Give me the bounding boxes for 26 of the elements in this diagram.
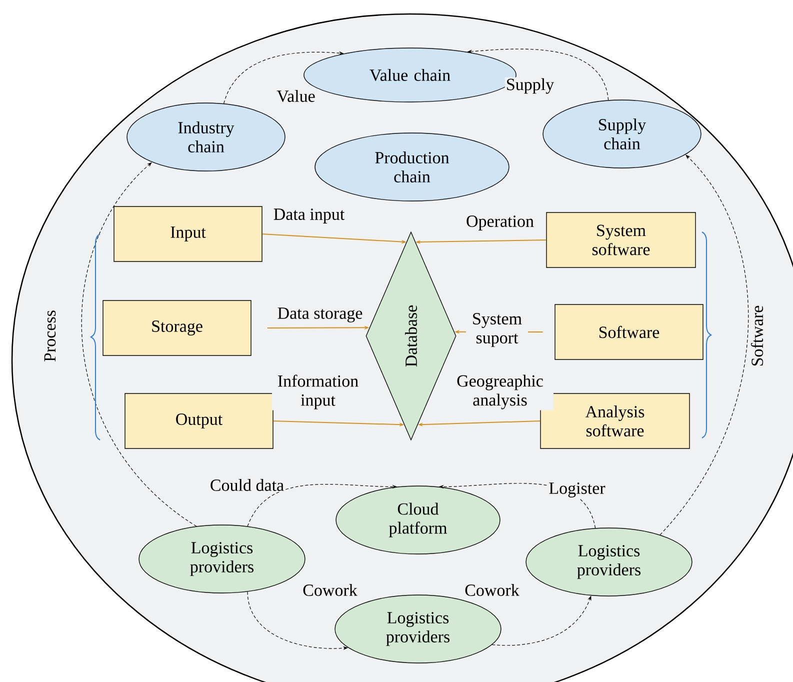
edge-label: Data input — [272, 208, 346, 224]
process-box: Input — [114, 206, 262, 262]
edge-label: Cowork — [464, 583, 520, 597]
process-box: Storage — [102, 300, 252, 356]
edge-label: Logister — [548, 482, 606, 498]
edge-label: Supply — [504, 77, 556, 95]
ellipse-node: Supply chain — [542, 100, 702, 168]
ellipse-node: Cloud platform — [336, 486, 500, 554]
process-box: Software — [554, 304, 704, 360]
group-label: Process — [44, 310, 56, 362]
edge-label: System suport — [466, 312, 528, 348]
arrow — [82, 162, 197, 527]
edge-label: Data storage — [276, 306, 364, 324]
edge-label: Geogreaphic analysis — [446, 374, 554, 410]
process-box: System software — [546, 212, 696, 268]
process-box: Output — [124, 393, 274, 449]
edge-label: Could data — [208, 478, 286, 492]
arrow — [660, 154, 748, 536]
group-label: Software — [750, 306, 764, 366]
ellipse-node: Industry chain — [126, 102, 286, 172]
ellipse-node: Logistics providers — [334, 594, 502, 664]
process-box: Analysis software — [540, 393, 690, 449]
edge-label: Information input — [272, 374, 364, 410]
edge-label: Operation — [465, 214, 535, 232]
ellipse-node: Production chain — [314, 132, 510, 202]
ellipse-node: Logistics providers — [526, 528, 692, 596]
